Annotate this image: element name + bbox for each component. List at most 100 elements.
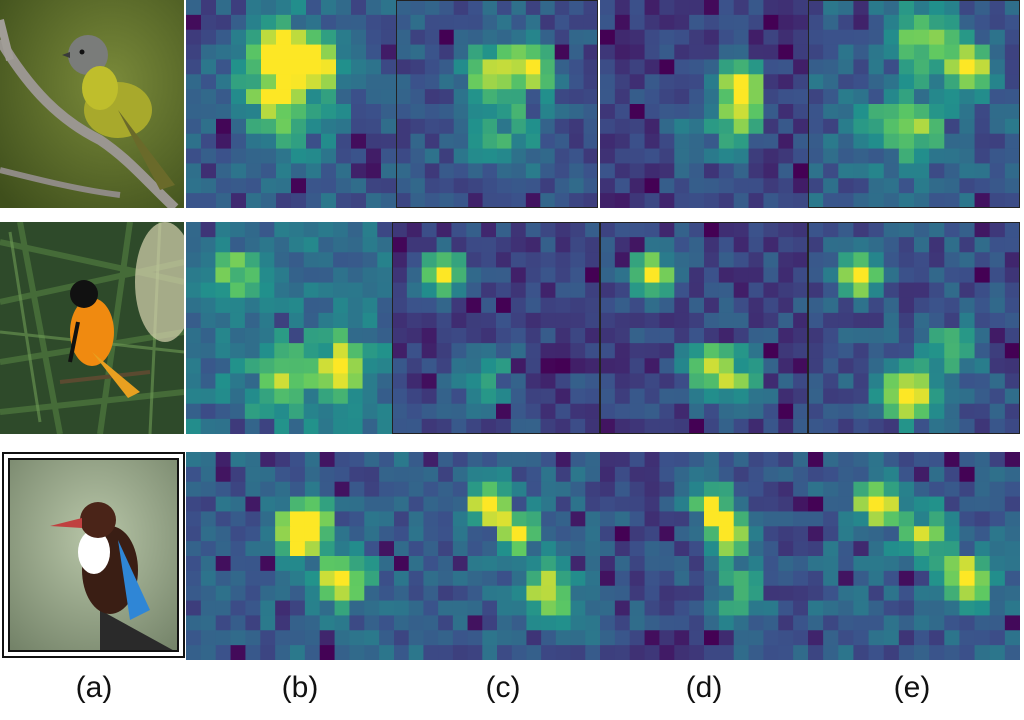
heatmap-cell — [468, 74, 484, 90]
heatmap-cell — [733, 388, 750, 405]
heatmap-cell — [898, 373, 915, 390]
heatmap-cell — [898, 615, 915, 631]
heatmap-cell — [974, 615, 991, 631]
heatmap-cell — [482, 0, 498, 16]
heatmap-cell — [436, 388, 453, 405]
heatmap-cell — [379, 526, 394, 542]
heatmap-cell — [974, 343, 991, 359]
heatmap-cell — [555, 343, 571, 359]
heatmap-cell — [570, 403, 586, 420]
heatmap-cell — [396, 89, 412, 105]
heatmap-cell — [585, 526, 600, 542]
heatmap-cell — [793, 328, 808, 344]
heatmap-cell — [793, 496, 808, 513]
heatmap-cell — [718, 403, 735, 420]
heatmap-cell — [510, 237, 527, 253]
heatmap-cell — [944, 570, 961, 587]
heatmap-cell — [569, 193, 585, 208]
heatmap-cell — [629, 252, 646, 269]
heatmap-cell — [629, 630, 646, 646]
heatmap-cell — [974, 570, 991, 587]
heatmap-cell — [585, 496, 600, 513]
heatmap-cell — [230, 481, 247, 498]
heatmap-cell — [261, 89, 277, 105]
heatmap-cell — [763, 373, 779, 390]
heatmap-cell — [674, 630, 690, 646]
heatmap-cell — [511, 511, 528, 527]
heatmap-cell — [244, 388, 261, 405]
heatmap-cell — [808, 496, 824, 513]
heatmap-cell — [510, 282, 527, 299]
heatmap-cell — [929, 418, 945, 434]
heatmap-cell — [482, 163, 498, 179]
heatmap-cell — [823, 630, 839, 646]
heatmap-cell — [423, 511, 439, 527]
heatmap-cell — [468, 104, 484, 120]
heatmap-cell — [600, 222, 616, 238]
heatmap-cell — [333, 282, 349, 299]
heatmap-cell — [510, 358, 527, 375]
heatmap-cell — [614, 89, 631, 105]
heatmap-cell — [778, 0, 794, 16]
heatmap-cell — [748, 297, 765, 314]
heatmap-cell — [336, 148, 352, 165]
heatmap-cell — [497, 556, 513, 572]
heatmap-cell — [808, 556, 824, 572]
heatmap-cell — [600, 466, 616, 483]
heatmap-cell — [868, 328, 885, 344]
heatmap-cell — [260, 556, 276, 572]
heatmap-cell — [689, 222, 705, 238]
heatmap-cell — [259, 358, 275, 375]
heatmap-cell — [929, 29, 945, 46]
heatmap-cell — [733, 59, 750, 75]
heatmap-cell — [511, 89, 527, 105]
heatmap-cell — [659, 312, 675, 329]
heatmap-cell — [629, 511, 646, 527]
heatmap-cell — [959, 252, 976, 269]
heatmap-cell — [974, 14, 991, 31]
heatmap-cell — [510, 328, 527, 344]
heatmap-cell — [468, 118, 484, 135]
heatmap-cell — [944, 496, 961, 513]
heatmap-cell — [914, 570, 930, 587]
heatmap-cell — [408, 466, 425, 483]
heatmap-cell — [244, 403, 261, 420]
heatmap-cell — [290, 511, 306, 527]
heatmap-cell — [276, 178, 292, 194]
heatmap-cell — [497, 14, 513, 31]
heatmap-cell — [554, 133, 570, 150]
heatmap-cell — [394, 585, 410, 602]
heatmap-cell — [929, 645, 945, 660]
heatmap-cell — [629, 312, 646, 329]
heatmap-cell — [230, 585, 247, 602]
heatmap-cell — [674, 481, 690, 498]
heatmap-cell — [381, 14, 396, 31]
heatmap-cell — [540, 89, 556, 105]
heatmap-cell — [244, 252, 261, 269]
heatmap-cell — [347, 373, 364, 390]
heatmap-cell — [644, 645, 661, 660]
heatmap-cell — [482, 133, 498, 150]
heatmap-cell — [555, 267, 571, 284]
heatmap-cell — [366, 29, 382, 46]
heatmap-cell — [629, 133, 646, 150]
heatmap-cell — [289, 312, 305, 329]
heatmap-cell — [396, 193, 412, 208]
heatmap-cell — [291, 29, 307, 46]
heatmap-cell — [853, 148, 870, 165]
heatmap-cell — [215, 222, 231, 238]
heatmap-cell — [853, 89, 870, 105]
heatmap-cell — [201, 133, 217, 150]
heatmap-cell — [629, 615, 646, 631]
heatmap-cell — [1004, 237, 1020, 253]
heatmap-cell — [644, 615, 661, 631]
heatmap-cell — [748, 163, 765, 179]
heatmap-cell — [944, 388, 961, 405]
heatmap-cell — [555, 237, 571, 253]
heatmap-cell — [438, 570, 454, 587]
heatmap-cell — [704, 388, 720, 405]
heatmap-cell — [974, 118, 991, 135]
heatmap-cell — [362, 388, 378, 405]
heatmap-cell — [959, 89, 976, 105]
heatmap-cell — [364, 481, 380, 498]
